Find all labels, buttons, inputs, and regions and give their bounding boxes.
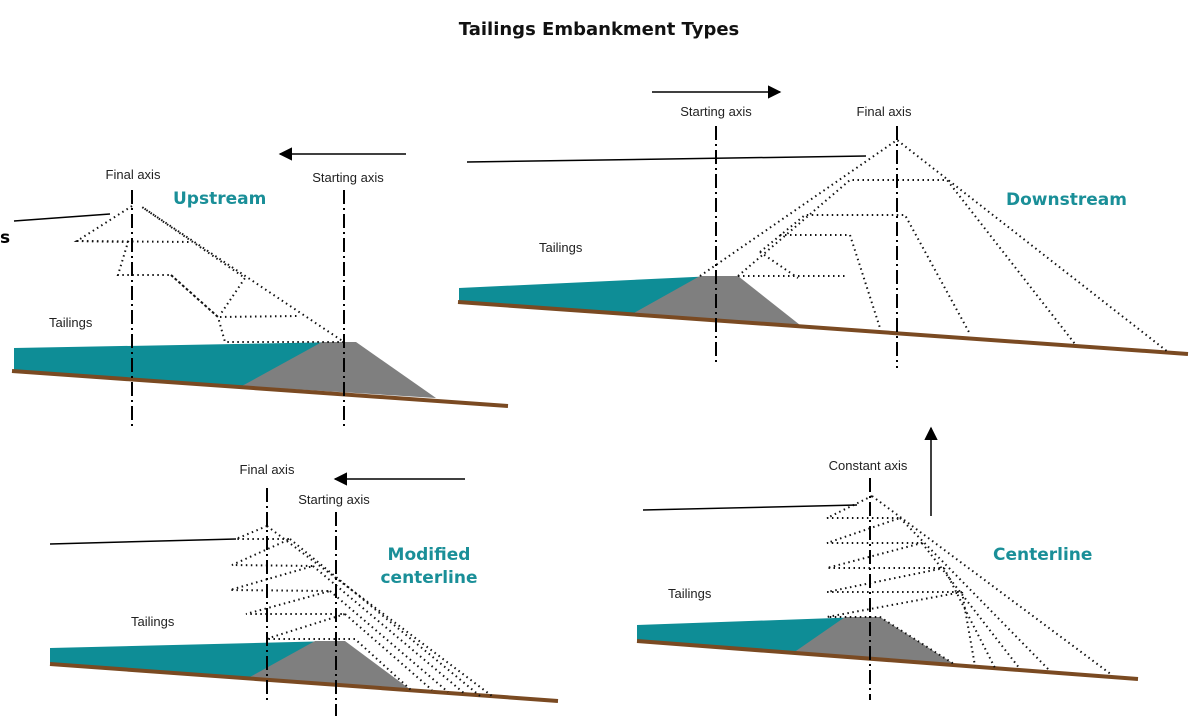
upstream-type-label: Upstream bbox=[173, 189, 266, 209]
downstream-panel: Starting axis Final axis Downstream Tail… bbox=[457, 85, 1189, 368]
upstream-leader-line bbox=[13, 213, 111, 222]
upstream-starter-dam bbox=[242, 342, 436, 398]
upstream-tailings-label: Tailings bbox=[49, 315, 93, 330]
centerline-starter-dam bbox=[793, 617, 954, 664]
centerline-embankment-raises bbox=[826, 495, 963, 665]
upstream-embankment-raises bbox=[73, 205, 348, 343]
modified-centerline-panel: Final axis Starting axis Modified center… bbox=[49, 462, 559, 716]
downstream-type-label: Downstream bbox=[1006, 190, 1127, 210]
diagram-title: Tailings Embankment Types bbox=[459, 19, 740, 40]
downstream-final-axis-label: Final axis bbox=[857, 104, 912, 119]
modified-leader-line bbox=[49, 538, 237, 545]
upstream-panel: s Final axis Starting axis Upstream Tail… bbox=[0, 147, 509, 428]
downstream-ground bbox=[457, 300, 1189, 356]
centerline-constant-axis-label: Constant axis bbox=[829, 458, 908, 473]
upstream-edge-glyph: s bbox=[0, 228, 10, 248]
modified-type-label-line2: centerline bbox=[380, 568, 477, 588]
centerline-ground bbox=[636, 639, 1139, 681]
modified-tailings-label: Tailings bbox=[131, 614, 175, 629]
centerline-type-label: Centerline bbox=[993, 545, 1092, 565]
downstream-tailings-label: Tailings bbox=[539, 240, 583, 255]
upstream-starting-axis-label: Starting axis bbox=[312, 170, 384, 185]
modified-ground bbox=[49, 662, 559, 703]
modified-starter-dam bbox=[250, 641, 411, 690]
centerline-panel: Constant axis Centerline Tailings bbox=[636, 426, 1139, 700]
downstream-starting-axis-label: Starting axis bbox=[680, 104, 752, 119]
modified-water bbox=[50, 641, 335, 677]
upstream-ground bbox=[11, 369, 509, 408]
downstream-leader-line bbox=[466, 155, 867, 163]
modified-final-axis-label: Final axis bbox=[240, 462, 295, 477]
centerline-tailings-label: Tailings bbox=[668, 586, 712, 601]
modified-type-label-line1: Modified bbox=[388, 545, 471, 565]
centerline-leader-line bbox=[642, 504, 858, 511]
modified-starting-axis-label: Starting axis bbox=[298, 492, 370, 507]
upstream-final-axis-label: Final axis bbox=[106, 167, 161, 182]
